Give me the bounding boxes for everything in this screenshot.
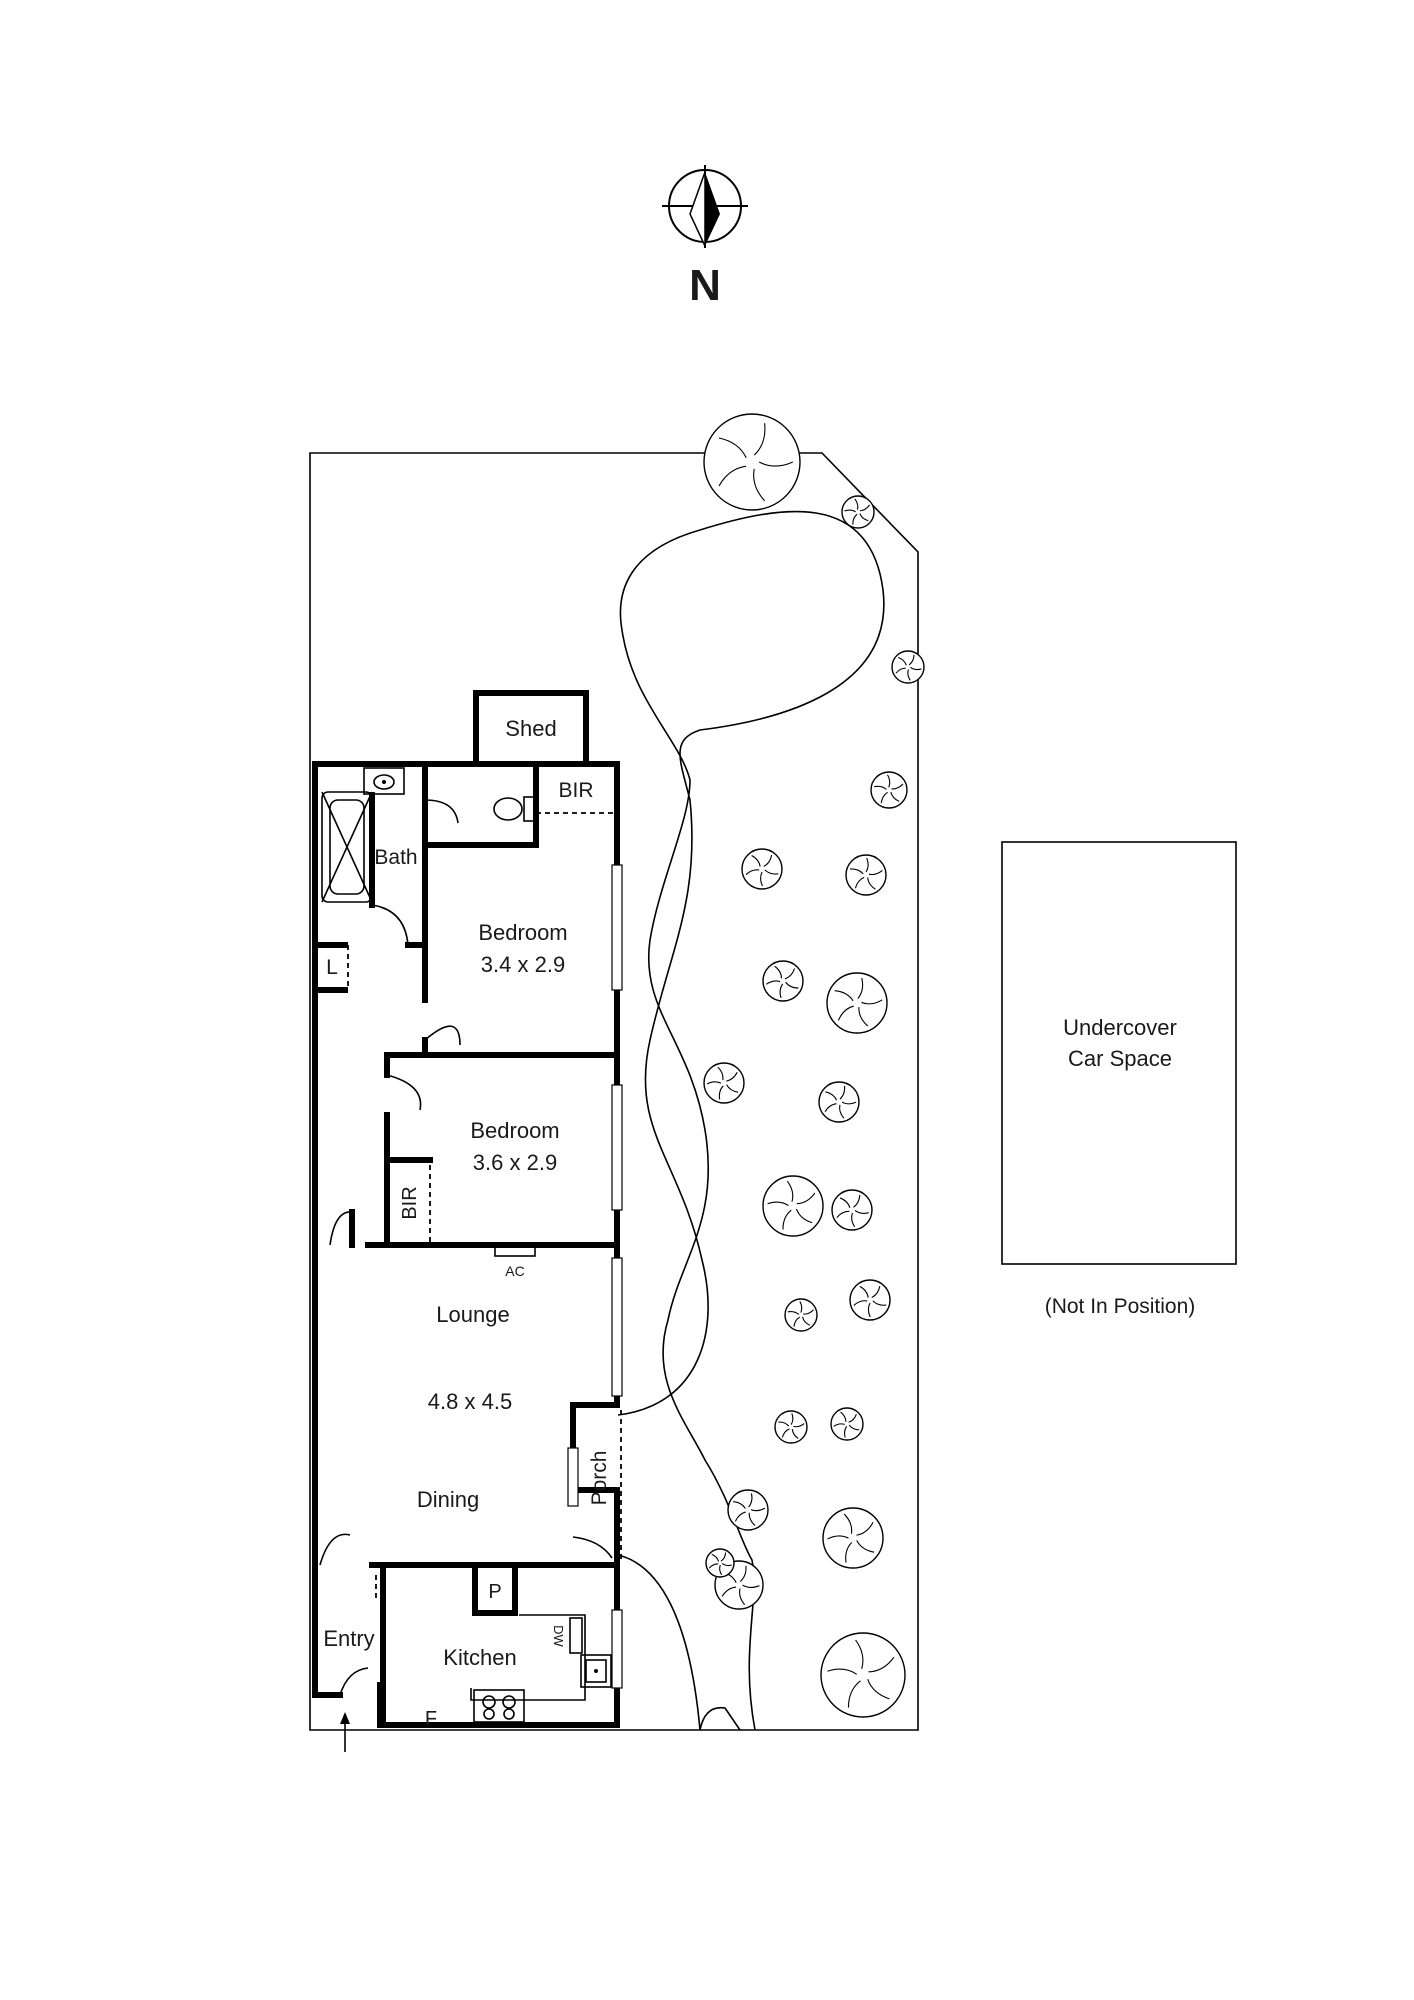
tree-icon bbox=[703, 413, 801, 511]
kitchen-label: Kitchen bbox=[443, 1645, 516, 1670]
car-space-line2: Car Space bbox=[1068, 1046, 1172, 1071]
bedroom-1-label: Bedroom bbox=[478, 920, 567, 945]
lounge-window bbox=[611, 1257, 623, 1397]
bedroom-2-window bbox=[611, 1084, 623, 1211]
bedroom-2: BIR Bedroom 3.6 x 2.9 bbox=[329, 1052, 623, 1248]
kitchen-window bbox=[611, 1609, 623, 1689]
tree-icon bbox=[830, 1407, 864, 1441]
dishwasher-label: DW bbox=[551, 1625, 566, 1647]
tree-icon bbox=[831, 1189, 873, 1231]
undercover-car-space: Undercover Car Space (Not In Position) bbox=[1001, 841, 1237, 1318]
tree-icon bbox=[891, 650, 925, 684]
bir-top: BIR bbox=[536, 779, 617, 814]
garden-path bbox=[617, 510, 885, 1731]
porch-label: Porch bbox=[588, 1451, 611, 1506]
garden-path-edge bbox=[617, 1554, 701, 1731]
bedroom-1: Bedroom 3.4 x 2.9 bbox=[384, 842, 623, 1058]
tree-icon bbox=[705, 1548, 735, 1578]
kitchen: P DW Kitchen F bbox=[369, 1562, 623, 1730]
lounge-dining: Lounge 4.8 x 4.5 Dining bbox=[319, 1257, 623, 1566]
bedroom-1-dims: 3.4 x 2.9 bbox=[481, 952, 565, 977]
bedroom-2-dims: 3.6 x 2.9 bbox=[473, 1150, 557, 1175]
bath-area: Bath L bbox=[312, 763, 428, 993]
tree-icon bbox=[762, 960, 804, 1002]
bedroom-1-window bbox=[611, 864, 623, 991]
cooktop-icon bbox=[473, 1689, 525, 1723]
shed: Shed bbox=[473, 690, 589, 766]
compass-label: N bbox=[689, 261, 721, 310]
dining-label: Dining bbox=[417, 1487, 479, 1512]
tree-icon bbox=[727, 1489, 769, 1531]
ac-label: AC bbox=[505, 1263, 524, 1279]
tree-icon bbox=[822, 1507, 884, 1569]
tree-icon bbox=[841, 495, 875, 529]
garden-gate bbox=[699, 1706, 741, 1731]
tree-icon bbox=[762, 1175, 824, 1237]
tree-icon bbox=[826, 972, 888, 1034]
lounge-label: Lounge bbox=[436, 1302, 509, 1327]
entry-label: Entry bbox=[323, 1626, 374, 1651]
laundry-label: L bbox=[326, 956, 338, 979]
porch-window bbox=[567, 1447, 579, 1507]
fridge-label: F bbox=[425, 1708, 437, 1730]
porch: Porch bbox=[567, 1410, 622, 1560]
tree-icon bbox=[818, 1081, 860, 1123]
tree-icon bbox=[870, 771, 908, 809]
car-space-note: (Not In Position) bbox=[1045, 1295, 1196, 1318]
ac-unit: AC bbox=[494, 1245, 536, 1279]
entry: Entry bbox=[323, 1575, 377, 1752]
car-space-line1: Undercover bbox=[1063, 1015, 1177, 1040]
shed-label: Shed bbox=[505, 716, 556, 741]
tree-icon bbox=[784, 1298, 818, 1332]
tree-icon bbox=[845, 854, 887, 896]
bir-top-label: BIR bbox=[558, 779, 593, 802]
tree-icon bbox=[774, 1410, 808, 1444]
garden-trees bbox=[703, 413, 925, 1718]
tree-icon bbox=[741, 848, 783, 890]
bath-label: Bath bbox=[374, 846, 417, 869]
basin-icon bbox=[363, 767, 405, 795]
tree-icon bbox=[849, 1279, 891, 1321]
north-compass: N bbox=[662, 165, 748, 310]
bedroom-2-label: Bedroom bbox=[470, 1118, 559, 1143]
tree-icon bbox=[703, 1062, 745, 1104]
pantry-label: P bbox=[488, 1581, 501, 1603]
tree-icon bbox=[820, 1632, 906, 1718]
toilet-icon bbox=[493, 796, 535, 822]
entry-arrow-icon bbox=[340, 1712, 350, 1724]
wc bbox=[422, 761, 539, 848]
sink-icon bbox=[580, 1654, 612, 1688]
bir-side-label: BIR bbox=[399, 1186, 421, 1219]
lounge-dims: 4.8 x 4.5 bbox=[428, 1389, 512, 1414]
